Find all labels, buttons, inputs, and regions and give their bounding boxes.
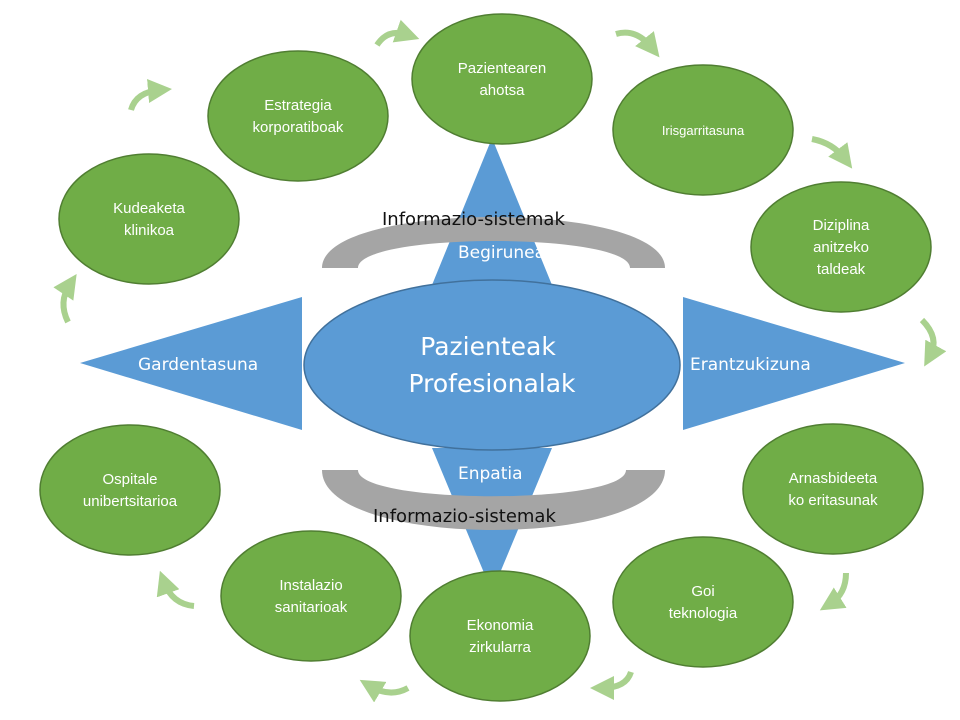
circle-instalazio-sanitarioak: Instalazio sanitarioak <box>220 530 402 662</box>
circle-label: Goi teknologia <box>669 583 738 622</box>
curved-arrow-icon <box>811 136 853 169</box>
circle-goi-teknologia: Goi teknologia <box>612 536 794 668</box>
left-triangle <box>80 297 302 430</box>
ring-label-top: Informazio-sistemak <box>382 209 565 230</box>
curved-arrow-icon <box>615 29 660 58</box>
circle-label: Ospitale unibertsitarioa <box>83 471 178 510</box>
circle-ekonomia-zirkularra: Ekonomia zirkularra <box>409 570 591 702</box>
circle-label: Diziplina anitzeko taldeak <box>813 217 870 278</box>
circle-label-line: sanitarioak <box>275 599 348 616</box>
center-label: Pazienteak Profesionalak <box>408 332 576 398</box>
circle-label: Arnasbideeta ko eritasunak <box>788 470 878 509</box>
circle-label-line: klinikoa <box>124 222 175 239</box>
top-triangle <box>432 138 552 285</box>
circle-pazientearen-ahotsa: Pazientearen ahotsa <box>411 13 593 145</box>
circle-label-line: ahotsa <box>479 82 525 99</box>
circle-label-line: taldeak <box>817 261 866 278</box>
bottom-ring <box>322 470 665 530</box>
circle-label-line: Instalazio <box>279 577 342 594</box>
axis-label-left: Gardentasuna <box>138 355 258 375</box>
circle-label-line: unibertsitarioa <box>83 493 178 510</box>
curved-arrow-icon <box>53 274 77 324</box>
axis-label-top: Begirunea <box>458 243 545 263</box>
curved-arrow-icon <box>374 19 420 47</box>
circle-label: Ekonomia zirkularra <box>467 617 534 656</box>
circle-irisgarritasuna: Irisgarritasuna <box>612 64 794 196</box>
circle-label-line: ko eritasunak <box>788 492 878 509</box>
circle-diziplina-anitzeko-taldeak: Diziplina anitzeko taldeak <box>750 181 932 313</box>
circle-label: Pazientearen ahotsa <box>458 60 546 99</box>
axis-label-right: Erantzukizuna <box>690 355 811 375</box>
curved-arrow-icon <box>359 679 410 703</box>
circle-kudeaketa-klinikoa: Kudeaketa klinikoa <box>58 153 240 285</box>
circle-label-line: anitzeko <box>813 239 869 256</box>
circle-ospitale-unibertsitarioa: Ospitale unibertsitarioa <box>39 424 221 556</box>
circle-label: Kudeaketa klinikoa <box>113 200 185 239</box>
right-triangle <box>683 297 905 430</box>
curved-arrow-icon <box>156 570 195 609</box>
circle-label-line: Ospitale <box>102 471 157 488</box>
circle-label-line: Estrategia <box>264 97 332 114</box>
top-ring <box>322 217 665 268</box>
circle-label-line: korporatiboak <box>253 119 344 136</box>
circle-label: Estrategia korporatiboak <box>253 97 344 136</box>
axis-label-bottom: Enpatia <box>458 464 523 484</box>
circle-label-line: zirkularra <box>469 639 531 656</box>
curved-arrow-icon <box>128 79 172 111</box>
circle-label-line: Kudeaketa <box>113 200 185 217</box>
circle-arnasbideetako-eritasunak: Arnasbideeta ko eritasunak <box>742 423 924 555</box>
circle-label: Irisgarritasuna <box>662 123 745 138</box>
circle-label-line: Goi <box>691 583 714 600</box>
curved-arrow-icon <box>819 572 849 611</box>
circle-label-line: Arnasbideeta <box>789 470 878 487</box>
circle-label: Instalazio sanitarioak <box>275 577 348 616</box>
circle-label-line: teknologia <box>669 605 738 622</box>
curved-arrow-icon <box>919 317 947 367</box>
center-ellipse <box>303 279 681 451</box>
curved-arrow-icon <box>590 670 634 700</box>
circle-label-line: Irisgarritasuna <box>662 123 745 138</box>
circle-estrategia-korporatiboak: Estrategia korporatiboak <box>207 50 389 182</box>
circle-label-line: Diziplina <box>813 217 870 234</box>
ring-label-bottom: Informazio-sistemak <box>373 506 556 527</box>
circle-label-line: Ekonomia <box>467 617 534 634</box>
circle-label-line: Pazientearen <box>458 60 546 77</box>
